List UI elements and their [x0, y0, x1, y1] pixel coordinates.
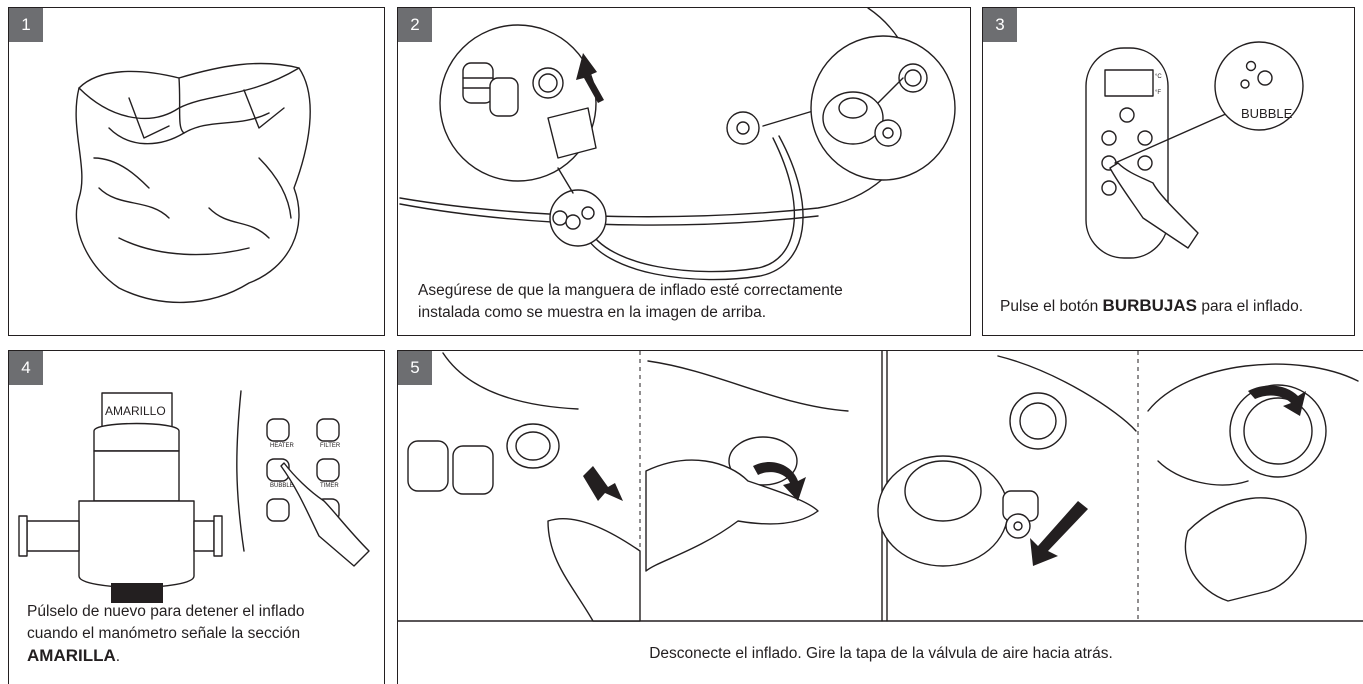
disconnect-and-cap-illustrations — [398, 351, 1363, 622]
step-number: 3 — [983, 8, 1017, 42]
fahrenheit-unit: °F — [1155, 90, 1161, 96]
step-1-panel: 1 — [8, 7, 385, 336]
step-5-panel: 5 Desconecte el inflado. Gire la tapa — [397, 350, 1363, 684]
step-2-caption-line-1: Asegúrese de que la manguera de inflado … — [418, 282, 843, 299]
bubble-button-label: BUBBLE — [270, 483, 294, 489]
step-number: 5 — [398, 351, 432, 385]
step-5-caption: Desconecte el inflado. Gire la tapa de l… — [649, 645, 1113, 662]
step-2-panel: 2 Asegúrese de que la manguera de inflad… — [397, 7, 971, 336]
hose-connection-illustration — [399, 8, 956, 281]
bubble-callout-label: BUBBLE — [1241, 106, 1293, 121]
celsius-unit: °C — [1155, 74, 1162, 80]
step-4-caption-line-1: Púlselo de nuevo para detener el inflado — [27, 603, 305, 620]
heater-button-label: HEATER — [270, 443, 295, 449]
bubbles-button-name: BURBUJAS — [1102, 296, 1198, 315]
remote-bubble-press-illustration: °C °F BUBBLE — [1085, 41, 1304, 259]
pressure-gauge-illustration: AMARILLO HEATER FILTER BUBBLE TIMER — [18, 390, 370, 603]
step-number: 4 — [9, 351, 43, 385]
step-3-caption: Pulse el botón BURBUJAS para el inflado. — [1000, 296, 1304, 315]
timer-button-label: TIMER — [320, 483, 339, 489]
step-number: 2 — [398, 8, 432, 42]
yellow-gauge-label: AMARILLO — [105, 404, 166, 418]
yellow-section-name: AMARILLA — [27, 646, 116, 665]
filter-button-label: FILTER — [320, 443, 341, 449]
step-4-caption-line-2: cuando el manómetro señale la sección — [27, 625, 301, 642]
step-4-panel: 4 AMARILLO HEATER FILTER BUBBLE TIMER Pú… — [8, 350, 385, 684]
step-2-caption-line-2: instalada como se muestra en la imagen d… — [418, 304, 767, 321]
folded-spa-illustration — [75, 62, 311, 304]
step-number: 1 — [9, 8, 43, 42]
step-3-panel: 3 °C °F BUBBLE Pulse el botón BURBUJAS p… — [982, 7, 1355, 336]
